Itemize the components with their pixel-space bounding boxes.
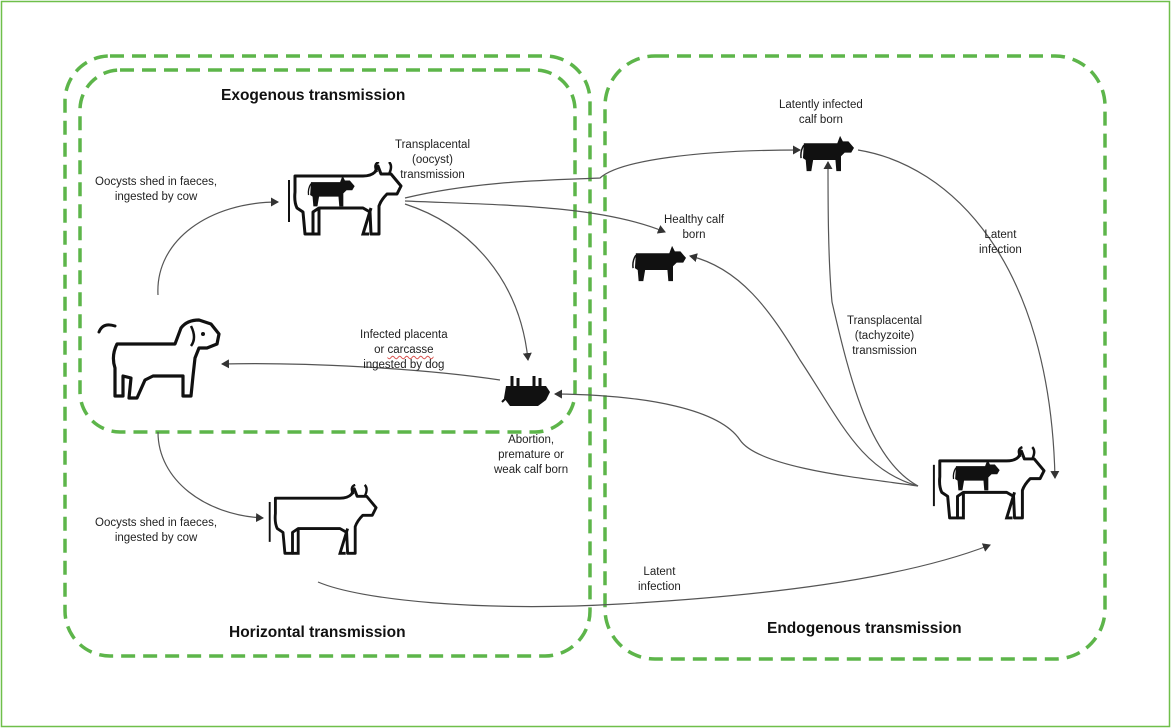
label-latent-infection-bottom: Latent infection <box>638 566 681 593</box>
label-infected-placenta: Infected placenta or carcasse ingested b… <box>360 329 448 371</box>
arrow-cow-to-aborted-calf-right <box>554 389 919 487</box>
label-latent-infection-right: Latent infection <box>979 229 1022 256</box>
arrow-tachyzoite-to-latent-calf <box>823 161 919 487</box>
arrow-latent-calf-to-cow <box>857 149 1060 479</box>
label-healthy-calf: Healthy calf born <box>664 214 725 241</box>
misspelled-word: carcasse <box>387 344 434 356</box>
label-oocysts-shed-top: Oocysts shed in faeces, ingested by cow <box>95 176 218 203</box>
arrow-cow-to-aborted-calf <box>404 203 532 361</box>
arrow-dog-to-pregnant-cow <box>157 197 279 296</box>
aborted-calf-icon <box>501 376 550 406</box>
arrow-cow-latent-infection <box>317 543 991 608</box>
arrow-cow-to-healthy-calf-right <box>689 253 919 487</box>
pregnant-cow-icon <box>287 162 403 236</box>
endogenous-region-title: Endogenous transmission <box>767 620 962 637</box>
arrow-cow-to-healthy-calf <box>404 200 666 234</box>
pregnant-cow-icon-right <box>932 446 1046 520</box>
label-abortion: Abortion, premature or weak calf born <box>494 434 569 476</box>
label-transplacental-tachyzoite: Transplacental (tachyzoite) transmission <box>847 315 923 357</box>
horizontal-region-border <box>63 54 592 658</box>
exogenous-region-border <box>78 68 577 434</box>
exogenous-region-title: Exogenous transmission <box>221 87 406 104</box>
label-latently-infected-calf: Latently infected calf born <box>779 99 863 126</box>
cow-icon <box>268 484 378 555</box>
arrow-aborted-calf-to-dog <box>221 359 501 381</box>
label-transplacental-oocyst: Transplacental (oocyst) transmission <box>395 139 471 181</box>
arrow-cow-to-latent-calf <box>404 145 801 199</box>
label-oocysts-shed-bottom: Oocysts shed in faeces, ingested by cow <box>95 517 218 544</box>
arrow-dog-to-cow <box>157 431 264 523</box>
endogenous-region-border <box>603 54 1107 661</box>
dog-icon <box>97 318 221 400</box>
horizontal-region-title: Horizontal transmission <box>229 624 406 641</box>
healthy-calf-icon <box>632 245 687 282</box>
